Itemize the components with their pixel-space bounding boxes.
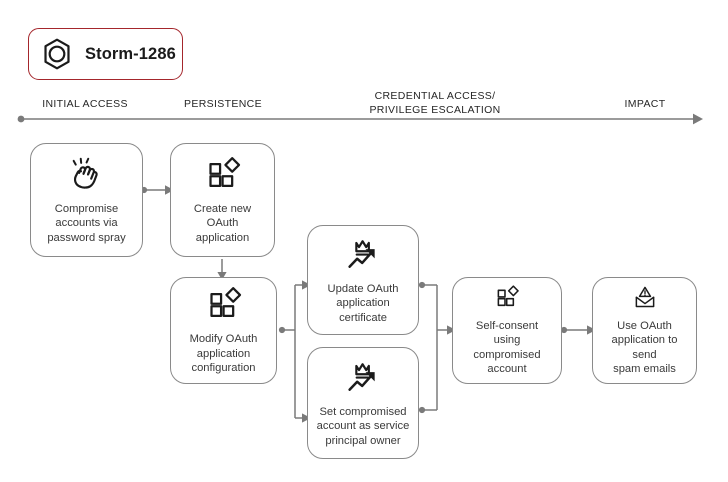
threat-actor-badge: Storm-1286 [28, 28, 183, 80]
node-label: Update OAuth application certificate [327, 282, 399, 324]
app-grid-icon [209, 287, 241, 318]
node-label: Self-consent using compromised account [473, 319, 541, 376]
node-update-oauth-certificate[interactable]: Update OAuth application certificate [307, 225, 419, 335]
timeline-phase-persistence: PERSISTENCE [184, 98, 262, 110]
node-label: Compromise accounts via password spray [47, 202, 126, 244]
envelope-warning-icon [635, 286, 654, 308]
timeline-axis [17, 113, 703, 125]
crown-arrow-up-icon [348, 362, 375, 391]
node-modify-oauth-config[interactable]: Modify OAuth application configuration [170, 277, 277, 384]
node-create-oauth-app[interactable]: Create new OAuth application [170, 143, 275, 257]
node-send-spam-emails[interactable]: Use OAuth application to send spam email… [592, 277, 697, 384]
timeline-phase-credential-access-privilege-escalation: CREDENTIAL ACCESS/ PRIVILEGE ESCALATION [369, 90, 501, 116]
timeline-phase-impact: IMPACT [624, 98, 666, 110]
password-spray-fist-icon [72, 157, 98, 189]
node-self-consent[interactable]: Self-consent using compromised account [452, 277, 562, 384]
node-compromise-accounts[interactable]: Compromise accounts via password spray [30, 143, 143, 257]
app-grid-icon [497, 285, 519, 307]
hexagon-ring-icon [44, 38, 70, 70]
threat-actor-name: Storm-1286 [85, 44, 176, 63]
node-label: Modify OAuth application configuration [189, 333, 258, 375]
app-grid-icon [208, 156, 240, 187]
crown-arrow-up-icon [348, 239, 375, 268]
timeline-phase-initial-access: INITIAL ACCESS [42, 98, 128, 110]
node-set-service-principal-owner[interactable]: Set compromised account as service princ… [307, 347, 419, 459]
node-label: Use OAuth application to send spam email… [611, 319, 678, 376]
node-label: Create new OAuth application [193, 202, 252, 244]
node-label: Set compromised account as service princ… [316, 405, 410, 447]
